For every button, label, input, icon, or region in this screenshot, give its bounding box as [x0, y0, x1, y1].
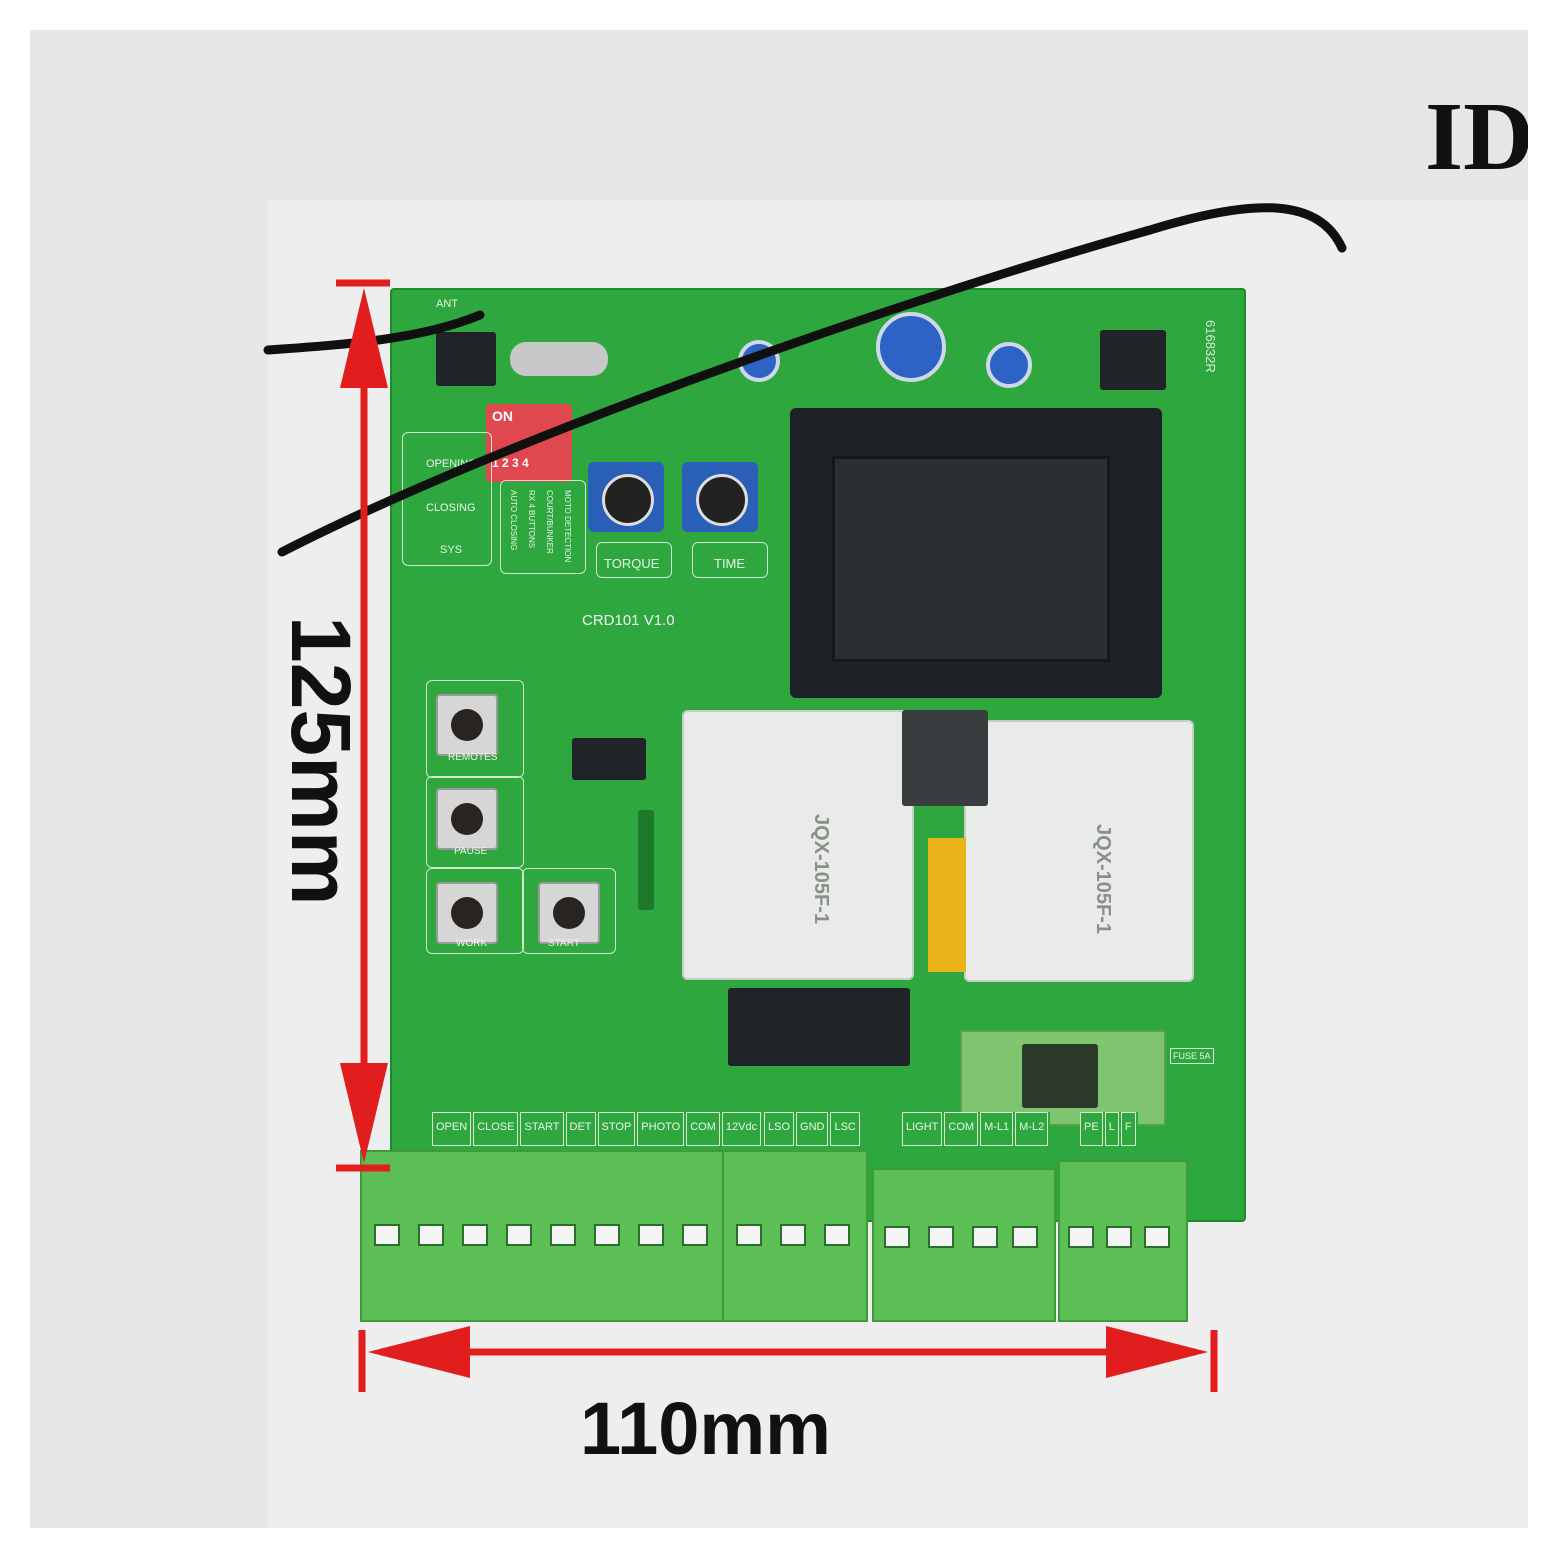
- terminal-label: STOP: [597, 1112, 636, 1146]
- dip-function-1: AUTO CLOSING: [509, 490, 518, 551]
- control-board: 616832R ANT ON 1 2 3 4 OPENING CLOSING S…: [390, 288, 1246, 1222]
- terminal-label: START: [520, 1112, 564, 1146]
- terminal-label: COM: [944, 1112, 979, 1146]
- relay-1: JQX-105F-1: [682, 710, 914, 980]
- capacitor-large: [876, 312, 946, 382]
- start-button[interactable]: [538, 882, 600, 944]
- terminal-label: COM: [686, 1112, 720, 1146]
- microcontroller-chip: [572, 738, 646, 780]
- relay-1-label: JQX-105F-1: [810, 814, 832, 925]
- capacitor-small-2: [986, 342, 1032, 388]
- torque-label: TORQUE: [604, 556, 660, 571]
- dip-function-4: MOTO DETECTION: [563, 490, 572, 563]
- terminal-label: OPEN: [432, 1112, 472, 1146]
- terminal-label: DET: [565, 1112, 596, 1146]
- terminal-labels-3: LIGHT COM M-L1 M-L2: [902, 1112, 1051, 1146]
- terminal-labels-2: LSO GND LSC: [764, 1112, 862, 1146]
- time-potentiometer[interactable]: [682, 462, 758, 532]
- terminal-label: M-L2: [1015, 1112, 1049, 1146]
- indicator-closing: CLOSING: [426, 502, 476, 514]
- dip-switch[interactable]: ON 1 2 3 4: [486, 404, 572, 482]
- terminal-label: M-L1: [980, 1112, 1014, 1146]
- yellow-capacitor: [928, 838, 966, 972]
- start-label: START: [548, 938, 580, 949]
- terminal-block-3a[interactable]: [722, 1150, 868, 1322]
- bridge-rectifier: [1100, 330, 1166, 390]
- start-box: [522, 868, 616, 954]
- dip-function-3: COURT/BUNKER: [545, 490, 554, 554]
- work-box: [426, 868, 524, 954]
- dip-on-label: ON: [492, 408, 513, 424]
- torque-potentiometer[interactable]: [588, 462, 664, 532]
- transformer: [790, 408, 1162, 698]
- terminal-label: CLOSE: [473, 1112, 519, 1146]
- rf-module-chip: [436, 332, 496, 386]
- terminal-block-3b[interactable]: [1058, 1160, 1188, 1322]
- work-label: WORK: [456, 938, 488, 949]
- terminal-label: LSC: [830, 1112, 860, 1146]
- remotes-box: [426, 680, 524, 778]
- corner-text: ID: [1425, 88, 1528, 186]
- height-dimension-label: 125mm: [274, 616, 368, 906]
- time-label: TIME: [714, 556, 746, 571]
- terminal-label: LIGHT: [902, 1112, 943, 1146]
- board-model: CRD101 V1.0: [582, 612, 675, 629]
- terminal-label: 12Vdc: [721, 1112, 762, 1146]
- triac: [902, 710, 988, 806]
- terminal-label: GND: [796, 1112, 829, 1146]
- indicator-sys: SYS: [440, 544, 463, 556]
- board-serial: 616832R: [1203, 320, 1218, 373]
- terminal-labels-1: OPEN CLOSE START DET STOP PHOTO COM 12Vd…: [432, 1112, 764, 1146]
- indicator-opening: OPENING: [426, 458, 477, 470]
- dip-function-2: RX 4 BUTTONS: [527, 490, 536, 549]
- relay-2: JQX-105F-1: [964, 720, 1194, 982]
- work-button[interactable]: [436, 882, 498, 944]
- remotes-label: REMOTES: [448, 752, 498, 763]
- pause-box: [426, 776, 524, 868]
- small-relay: [728, 988, 910, 1066]
- pause-label: PAUSE: [454, 846, 488, 857]
- terminal-label: F: [1120, 1112, 1136, 1146]
- fuse-label: FUSE 5A: [1170, 1048, 1214, 1064]
- antenna-label: ANT: [436, 298, 458, 310]
- terminal-label: L: [1104, 1112, 1119, 1146]
- terminal-label: PHOTO: [637, 1112, 685, 1146]
- terminal-block-8[interactable]: [360, 1150, 726, 1322]
- capacitor-small-1: [738, 340, 780, 382]
- header-connector: [638, 810, 654, 910]
- width-dimension-label: 110mm: [580, 1387, 831, 1470]
- dip-numbers: 1 2 3 4: [492, 456, 529, 470]
- terminal-labels-4: PE L F: [1080, 1112, 1138, 1146]
- crystal-oscillator: [510, 342, 608, 376]
- terminal-label: PE: [1080, 1112, 1103, 1146]
- fuse-holder: [960, 1030, 1166, 1126]
- relay-2-label: JQX-105F-1: [1092, 824, 1114, 935]
- terminal-label: LSO: [764, 1112, 795, 1146]
- remotes-button[interactable]: [436, 694, 498, 756]
- terminal-block-4[interactable]: [872, 1168, 1056, 1322]
- pause-button[interactable]: [436, 788, 498, 850]
